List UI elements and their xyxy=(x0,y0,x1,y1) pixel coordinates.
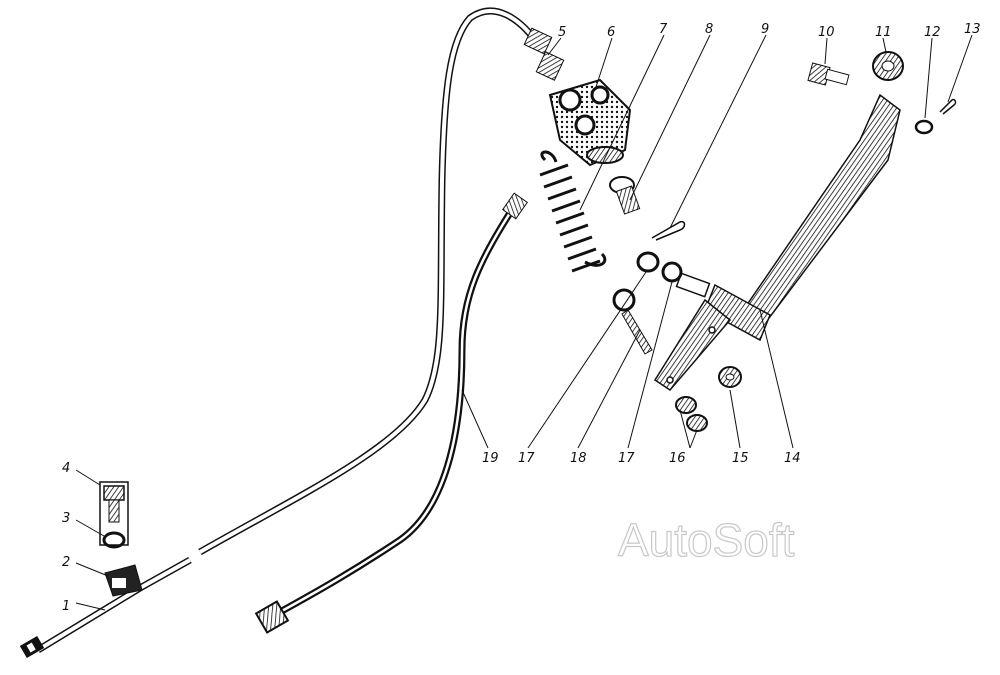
callout-17: 17 xyxy=(518,451,535,466)
part-2-clip xyxy=(104,564,143,597)
part-6-brake-valve xyxy=(548,78,632,167)
hose-fittings xyxy=(254,192,528,634)
part-13-cotter-pin xyxy=(939,98,957,115)
callout-13: 13 xyxy=(964,22,981,37)
callout-2: 2 xyxy=(62,555,70,570)
callout-11: 11 xyxy=(875,25,892,40)
callout-3: 3 xyxy=(62,511,70,526)
callout-19: 19 xyxy=(482,451,499,466)
callout-14: 14 xyxy=(784,451,801,466)
part-14-pedal-lever xyxy=(653,93,901,391)
callout-4: 4 xyxy=(62,461,70,476)
part-19-hose xyxy=(278,203,518,616)
part-11-castle-nut xyxy=(872,51,904,81)
part-12-washer xyxy=(914,119,934,135)
leader-lines xyxy=(75,34,973,611)
part-9-cotter-pin xyxy=(651,220,686,241)
callout-6: 6 xyxy=(607,25,615,40)
callout-16: 16 xyxy=(669,451,686,466)
callout-8: 8 xyxy=(705,22,713,37)
callout-12: 12 xyxy=(924,25,941,40)
callout-15: 15 xyxy=(732,451,749,466)
part-17-washers xyxy=(636,251,683,283)
callout-17: 17 xyxy=(618,451,635,466)
tube-end-fitting xyxy=(19,635,45,659)
callout-9: 9 xyxy=(761,22,769,37)
watermark: AutoSoft xyxy=(618,514,795,566)
part-4-bolt xyxy=(99,481,129,546)
part-7-spring xyxy=(539,150,607,273)
callouts: 1 2 3 4 5 6 7 8 9 10 11 12 13 14 15 16 1… xyxy=(62,22,981,614)
part-10-bolt xyxy=(807,62,850,86)
callout-5: 5 xyxy=(558,25,566,40)
part-5-fitting xyxy=(523,27,565,81)
part-16-nuts xyxy=(675,396,708,432)
callout-18: 18 xyxy=(570,451,587,466)
part-8-pin xyxy=(609,176,641,215)
part-3-spring-washer xyxy=(102,531,126,549)
callout-10: 10 xyxy=(818,25,835,40)
part-18-eye-bolt xyxy=(612,288,653,355)
callout-7: 7 xyxy=(659,22,668,37)
callout-1: 1 xyxy=(62,599,70,614)
part-15-nut xyxy=(718,366,742,388)
